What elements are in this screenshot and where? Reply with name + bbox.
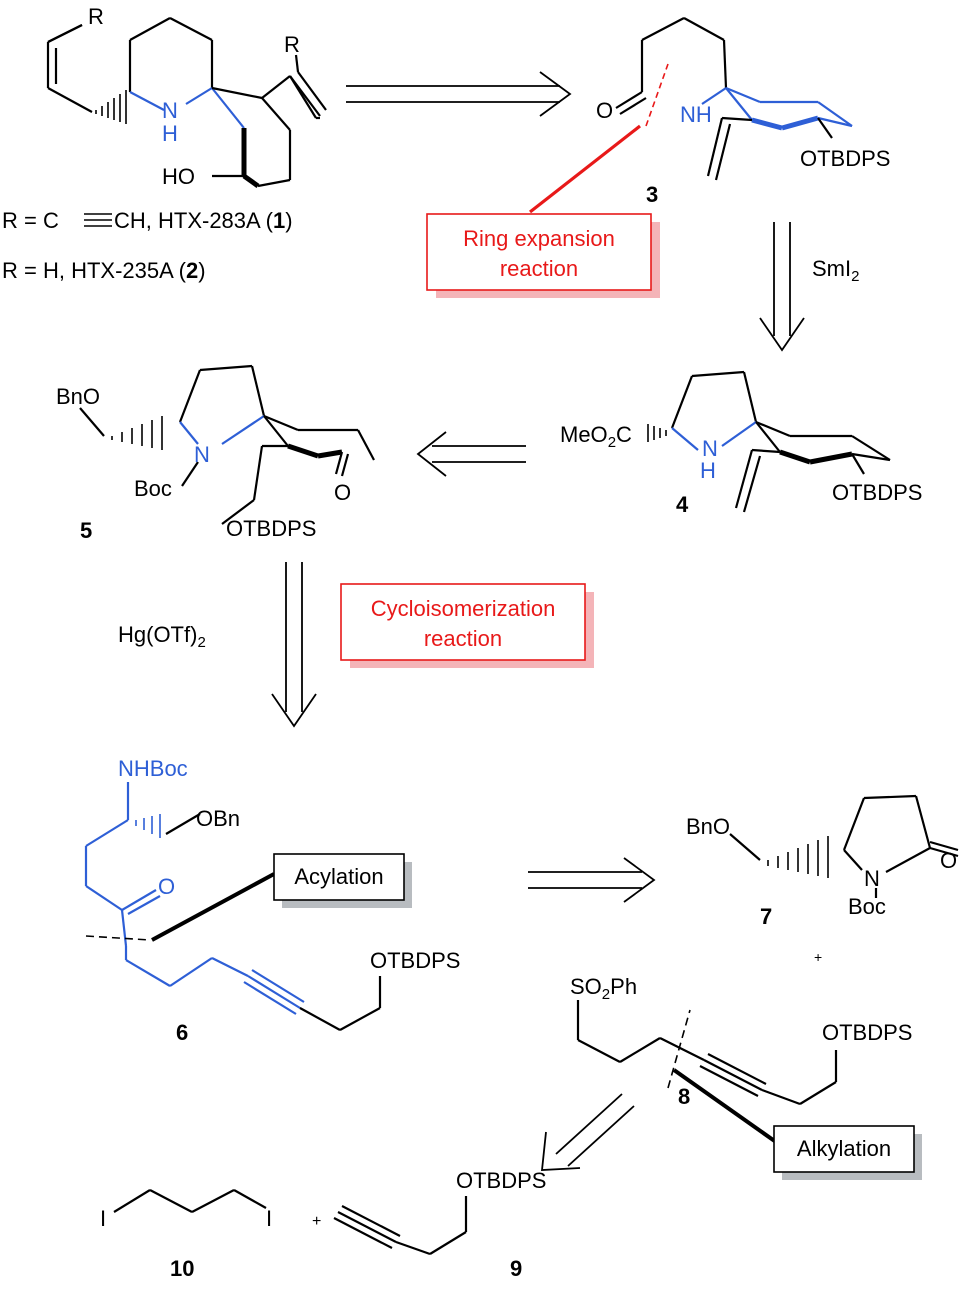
r-def-line1-prefix: R = C — [2, 208, 59, 233]
alkylation-pointer — [672, 1068, 778, 1144]
obn-label-c6: OBn — [196, 806, 240, 831]
retro-arrow-1-to-3 — [346, 71, 572, 117]
reagent-hgotf2: Hg(OTf)2 — [118, 622, 206, 651]
svg-text:CH, HTX-283A (1): CH, HTX-283A (1) — [114, 208, 293, 233]
boc-label-c7: Boc — [848, 894, 886, 919]
iodine-right-c10: I — [266, 1206, 272, 1231]
otbdps-label-c8: OTBDPS — [822, 1020, 912, 1045]
nitrogen-label-c4: N — [702, 436, 718, 461]
nh-hydrogen-label-c1: H — [162, 121, 178, 146]
compound-7-structure — [729, 794, 959, 898]
nh-hydrogen-label-c4: H — [700, 458, 716, 483]
plus-sign-10-9: + — [312, 1213, 321, 1230]
ketone-oxygen-c6: O — [158, 874, 175, 899]
r-group-label-right: R — [284, 32, 300, 57]
ring-expansion-label-1: Ring expansion — [463, 226, 615, 251]
nitrogen-label-c7: N — [864, 866, 880, 891]
hydroxyl-label: HO — [162, 164, 195, 189]
nitrogen-label-c1: N — [162, 98, 178, 123]
compound-1-number: 1 — [273, 208, 285, 233]
svg-text:R = C: R = C — [2, 208, 59, 233]
lactam-oxygen-c7: O — [940, 848, 957, 873]
r-group-label-top: R — [88, 4, 104, 29]
compound-9-structure — [333, 1196, 468, 1256]
bno-label-c7: BnO — [686, 814, 730, 839]
cycloisomerization-label-2: reaction — [424, 626, 502, 651]
retro-arrow-6-to-7 — [528, 857, 656, 903]
compound-10-number: 10 — [170, 1256, 194, 1281]
r-definitions: R = C CH, HTX-283A (1) R = H, HTX-235A (… — [2, 208, 293, 283]
retro-arrow-5-to-6 — [271, 562, 317, 728]
compound-3-structure — [615, 17, 853, 181]
otbdps-label-c9: OTBDPS — [456, 1168, 546, 1193]
alkylation-label: Alkylation — [797, 1136, 891, 1161]
compound-6-structure — [84, 782, 382, 1031]
ring-expansion-pointer — [529, 124, 641, 214]
ketone-oxygen-c5: O — [334, 480, 351, 505]
compound-6-number: 6 — [176, 1020, 188, 1045]
otbdps-label-c5: OTBDPS — [226, 516, 316, 541]
alkylation-box — [773, 1125, 915, 1173]
compound-5-number: 5 — [80, 518, 92, 543]
sulfonyl-label-c8: SO2Ph — [570, 974, 637, 1003]
nh-label-c3: NH — [680, 102, 712, 127]
compound-9-number: 9 — [510, 1256, 522, 1281]
compound-5-structure — [79, 364, 375, 525]
compound-3-number: 3 — [646, 182, 658, 207]
compound-4-number: 4 — [676, 492, 689, 517]
compound-1-2-structure — [46, 17, 327, 189]
bno-label-c5: BnO — [56, 384, 100, 409]
iodine-left-c10: I — [100, 1206, 106, 1231]
acylation-label: Acylation — [294, 864, 383, 889]
svg-text:R = H, HTX-235A (2): R = H, HTX-235A (2) — [2, 258, 206, 283]
retro-arrow-8-to-9-10 — [540, 1093, 635, 1171]
r-def-line2-prefix: R = H, HTX-235A ( — [2, 258, 187, 283]
boc-label-c5: Boc — [134, 476, 172, 501]
nhboc-label-c6: NHBoc — [118, 756, 188, 781]
compound-4-structure — [647, 370, 891, 513]
otbdps-label-c6: OTBDPS — [370, 948, 460, 973]
otbdps-label-c4: OTBDPS — [832, 480, 922, 505]
ring-expansion-box — [426, 213, 652, 291]
otbdps-label-c3: OTBDPS — [800, 146, 890, 171]
ring-expansion-label-2: reaction — [500, 256, 578, 281]
compound-7-number: 7 — [760, 904, 772, 929]
compound-2-number: 2 — [186, 258, 198, 283]
r-def-line1-suffix: CH, HTX-283A ( — [114, 208, 274, 233]
acylation-pointer — [151, 872, 275, 942]
retro-arrow-3-to-4 — [759, 222, 805, 352]
retro-arrow-4-to-5 — [416, 431, 526, 477]
plus-sign-7-8: + — [814, 949, 822, 965]
nitrogen-label-c5: N — [194, 442, 210, 467]
triple-bond-symbol — [84, 213, 112, 227]
reagent-smi2: SmI2 — [812, 256, 859, 285]
carbonyl-oxygen-c3: O — [596, 98, 613, 123]
cycloisomerization-label-1: Cycloisomerization — [371, 596, 556, 621]
ester-label-c4: MeO2C — [560, 422, 632, 451]
acylation-box — [273, 853, 405, 901]
compound-10-structure — [113, 1189, 267, 1213]
compound-8-structure — [576, 1000, 838, 1106]
cycloisomerization-box — [340, 583, 586, 661]
compound-8-number: 8 — [678, 1084, 690, 1109]
